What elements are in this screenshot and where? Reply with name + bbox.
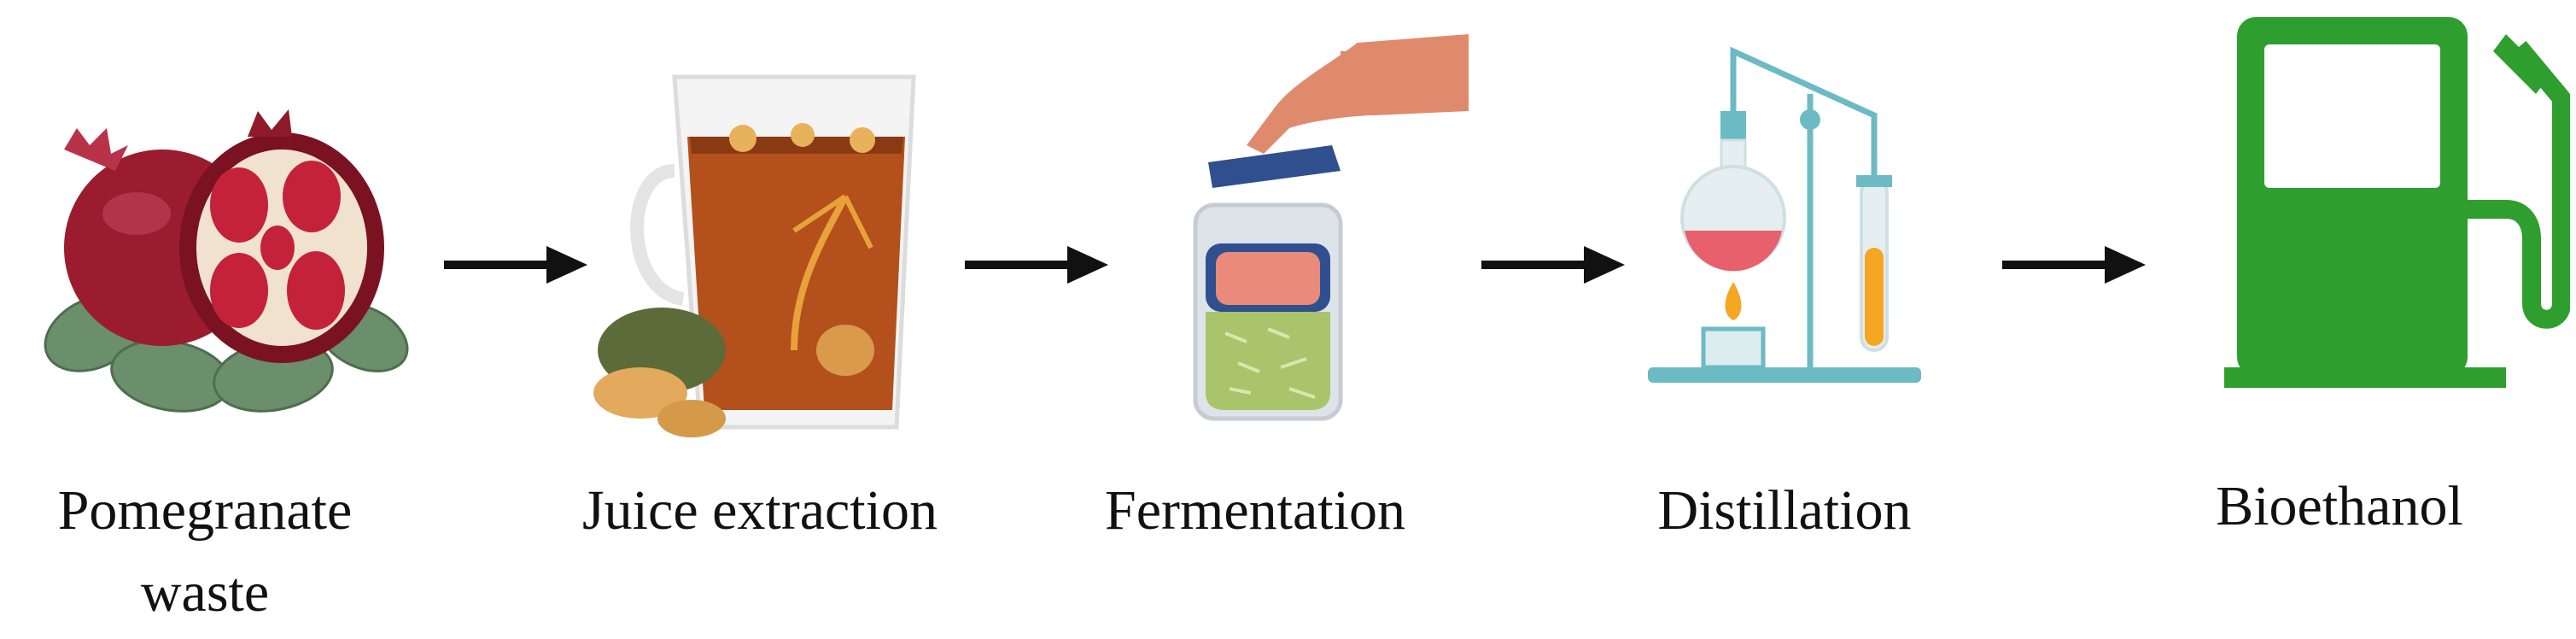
step-label-fermentation: Fermentation bbox=[1105, 479, 1405, 542]
test-tube bbox=[1856, 175, 1892, 352]
flask bbox=[1680, 138, 1786, 272]
pomegranate-icon bbox=[44, 109, 409, 413]
step-label-line-1: Pomegranate bbox=[57, 479, 353, 542]
arrow-right-icon bbox=[2002, 246, 2146, 284]
step-label-pomegranate-waste: Pomegranate waste bbox=[17, 470, 393, 633]
jar-body bbox=[1193, 202, 1343, 421]
arrow-right-icon bbox=[444, 246, 587, 284]
distillation-apparatus-icon bbox=[1648, 46, 1921, 383]
arrow-right-icon bbox=[965, 246, 1108, 284]
arrow-right-icon bbox=[1481, 246, 1625, 284]
ginger-and-herbs bbox=[593, 308, 726, 437]
step-label-line-2: waste bbox=[140, 560, 270, 624]
step-label-distillation: Distillation bbox=[1657, 479, 1912, 542]
fuel-pump-icon bbox=[2224, 17, 2570, 388]
fermentation-jar-icon bbox=[1193, 34, 1469, 421]
leaves bbox=[44, 294, 409, 413]
jar-lid bbox=[1208, 145, 1341, 188]
burner-flame bbox=[1701, 282, 1766, 370]
halved-pomegranate bbox=[179, 109, 384, 363]
juice-glass-icon bbox=[593, 74, 916, 437]
step-label-bioethanol: Bioethanol bbox=[2216, 475, 2463, 537]
step-label-juice-extraction: Juice extraction bbox=[582, 479, 938, 542]
hand bbox=[1247, 34, 1469, 154]
